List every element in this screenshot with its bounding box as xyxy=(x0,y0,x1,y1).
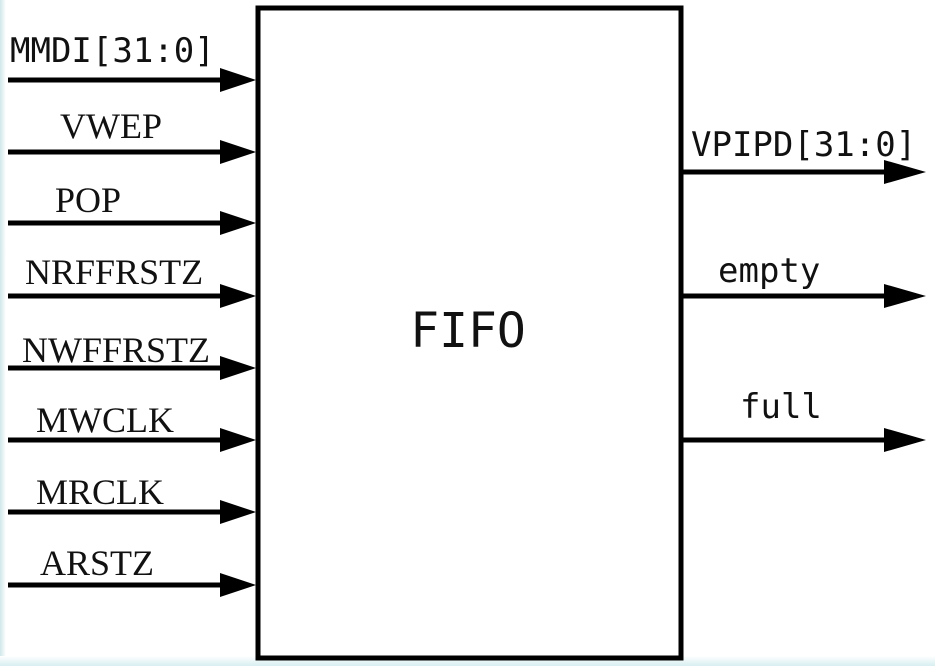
output-signal-full: full xyxy=(681,387,926,452)
input-label-nwffrstz: NWFFRSTZ xyxy=(22,330,210,370)
input-label-arstz: ARSTZ xyxy=(40,543,154,583)
input-signal-mmdi: MMDI[31:0] xyxy=(8,31,256,92)
input-signal-vwep: VWEP xyxy=(8,106,256,164)
input-signal-pop: POP xyxy=(8,180,256,235)
input-signal-mwclk: MWCLK xyxy=(8,400,256,452)
output-label-vpipd: VPIPD[31:0] xyxy=(691,125,916,165)
input-label-pop: POP xyxy=(55,180,121,220)
input-signal-nrffrstz: NRFFRSTZ xyxy=(8,252,256,308)
input-label-mrclk: MRCLK xyxy=(36,472,164,512)
input-label-vwep: VWEP xyxy=(60,106,162,146)
input-signal-mrclk: MRCLK xyxy=(8,472,256,524)
input-label-mwclk: MWCLK xyxy=(36,400,174,440)
input-signals: MMDI[31:0] VWEP POP NRFFRSTZ NWFFRSTZ MW… xyxy=(8,31,256,597)
bottom-edge-shade xyxy=(0,656,935,666)
input-label-nrffrstz: NRFFRSTZ xyxy=(25,252,203,292)
output-signal-vpipd: VPIPD[31:0] xyxy=(681,125,926,184)
input-label-mmdi: MMDI[31:0] xyxy=(10,31,215,71)
output-label-full: full xyxy=(740,387,822,427)
fifo-block xyxy=(255,5,684,661)
output-signal-empty: empty xyxy=(681,251,926,308)
output-signals: VPIPD[31:0] empty full xyxy=(681,125,926,452)
left-edge-shade xyxy=(0,0,6,666)
input-signal-arstz: ARSTZ xyxy=(8,543,256,597)
input-signal-nwffrstz: NWFFRSTZ xyxy=(8,330,256,380)
output-label-empty: empty xyxy=(718,251,820,291)
fifo-label: FIFO xyxy=(410,303,526,359)
